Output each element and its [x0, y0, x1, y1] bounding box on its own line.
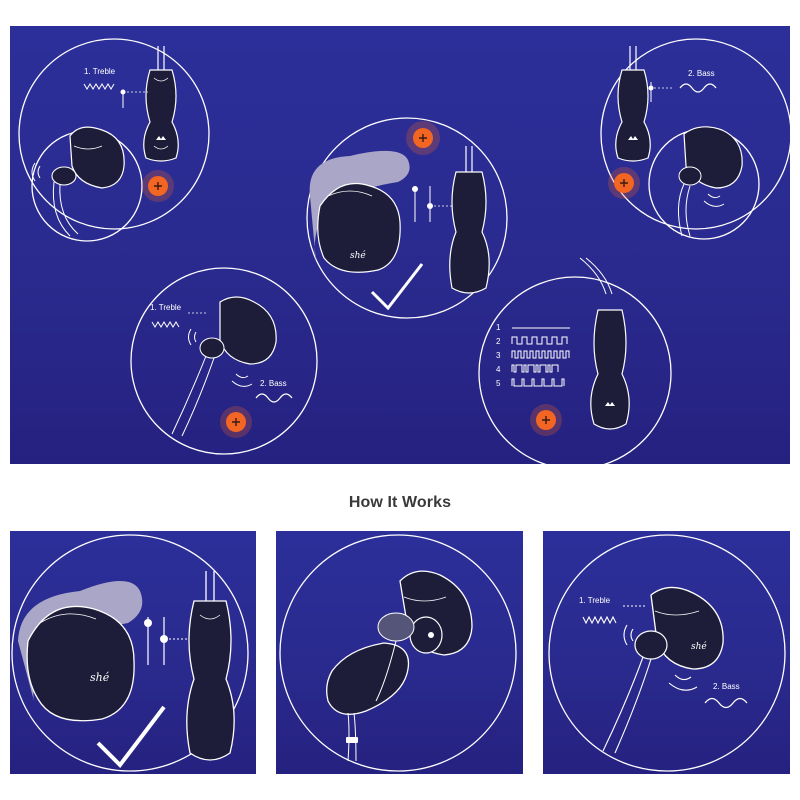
treble-label: 1. Treble: [84, 67, 116, 76]
ring-device: [26, 605, 135, 722]
svg-text:1: 1: [496, 323, 501, 332]
plus-icon: [419, 134, 427, 142]
controller-device: [615, 69, 651, 162]
fit-panel: shé: [10, 531, 256, 774]
plus-button[interactable]: [142, 170, 174, 202]
insertion-panel: [276, 531, 523, 774]
plus-icon: [620, 179, 628, 187]
plus-icon: [232, 418, 240, 426]
plus-button[interactable]: [406, 121, 440, 155]
controller-device: [143, 46, 179, 162]
crown-icon: [156, 136, 166, 140]
stimulator-device: [69, 126, 125, 189]
patterns-circle: [478, 276, 672, 464]
plus-icon: [154, 182, 162, 190]
plus-button[interactable]: [530, 404, 562, 436]
controller-device: [186, 600, 235, 761]
bass-label: 2. Bass: [688, 69, 715, 78]
bullet-vibrator: [326, 642, 410, 715]
svg-text:2: 2: [496, 337, 501, 346]
svg-text:5: 5: [496, 379, 501, 388]
controller-device: [449, 171, 490, 294]
bass-label: 2. Bass: [713, 682, 740, 691]
controller-device: [590, 309, 630, 430]
vibration-panel: 1. Treble shé 2. Bass: [543, 531, 790, 774]
svg-text:4: 4: [496, 365, 501, 374]
svg-text:shé: shé: [90, 671, 110, 684]
svg-text:shé: shé: [350, 250, 366, 261]
ring-device: [317, 182, 401, 273]
bass-circle: [600, 38, 790, 230]
usage-circle: [130, 267, 318, 455]
crown-icon: [605, 402, 615, 406]
svg-text:shé: shé: [691, 641, 707, 652]
treble-label: 1. Treble: [579, 596, 611, 605]
svg-text:3: 3: [496, 351, 501, 360]
hero-illustration-panel: 1. Treble shé 2. Bass: [10, 26, 790, 464]
pattern-list: 1 2 3 4 5: [496, 323, 570, 388]
plus-button[interactable]: [220, 406, 252, 438]
treble-circle: [18, 38, 210, 230]
section-heading: How It Works: [348, 494, 452, 511]
checkmark-icon: [96, 705, 166, 769]
plus-icon: [542, 416, 550, 424]
crown-icon: [628, 136, 638, 140]
plus-button[interactable]: [608, 167, 640, 199]
treble-label: 1. Treble: [150, 303, 182, 312]
checkmark-icon: [370, 263, 424, 311]
fit-circle: [306, 117, 508, 319]
stimulator-device: [650, 586, 724, 670]
stimulator-device: [219, 296, 277, 365]
bass-label: 2. Bass: [260, 379, 287, 388]
